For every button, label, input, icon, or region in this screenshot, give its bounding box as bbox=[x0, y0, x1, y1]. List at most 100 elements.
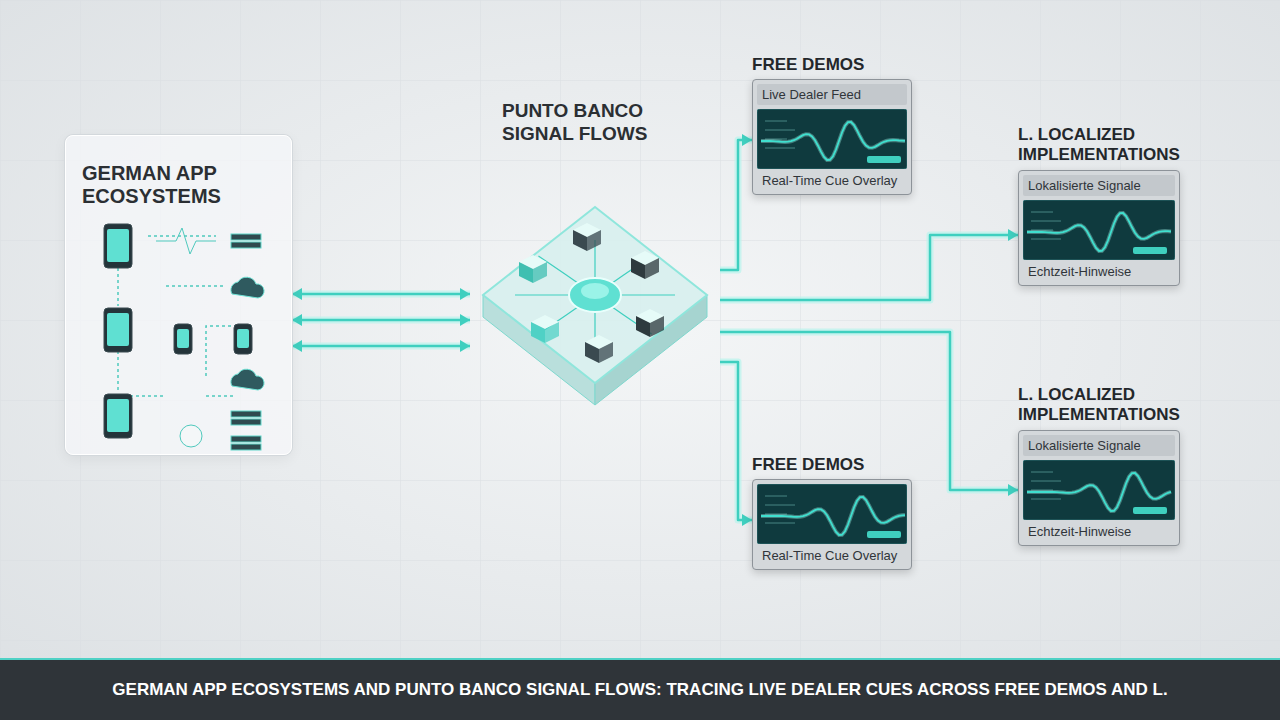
connector-line bbox=[720, 235, 1018, 300]
wave bbox=[1027, 473, 1171, 511]
caption-band: GERMAN APP ECOSYSTEMS AND PUNTO BANCO SI… bbox=[0, 658, 1280, 720]
connector-glow bbox=[720, 332, 1018, 490]
phone-icon bbox=[234, 324, 252, 354]
arrow-head bbox=[460, 288, 470, 300]
arrow-head bbox=[460, 340, 470, 352]
screen-tick bbox=[765, 496, 787, 497]
screen-button bbox=[867, 156, 901, 163]
panel-frame: Real-Time Cue Overlay bbox=[752, 479, 912, 570]
wave bbox=[761, 122, 905, 160]
wifi-icon bbox=[180, 425, 202, 447]
screen-button bbox=[1133, 247, 1167, 254]
panel-label: Echtzeit-Hinweise bbox=[1023, 520, 1175, 541]
screen-tick bbox=[1031, 480, 1061, 481]
panel-heading: FREE DEMOS bbox=[752, 55, 912, 75]
server-icon bbox=[231, 234, 261, 240]
screen-tick bbox=[765, 130, 795, 131]
server-icon bbox=[231, 436, 261, 442]
signal-hub: PUNTO BANCO SIGNAL FLOWS bbox=[470, 100, 720, 445]
output-panel: L. LOCALIZED IMPLEMENTATIONSLokalisierte… bbox=[1018, 125, 1213, 286]
svg-shape bbox=[118, 236, 241, 396]
hub-heading: PUNTO BANCO SIGNAL FLOWS bbox=[502, 100, 702, 146]
signal-connector bbox=[292, 288, 470, 352]
chip-block bbox=[519, 262, 533, 283]
screen-tick bbox=[1031, 471, 1053, 472]
chip-block bbox=[573, 230, 587, 251]
chip-block bbox=[599, 342, 613, 363]
arrow-head bbox=[460, 314, 470, 326]
signal-screen bbox=[757, 484, 907, 544]
phone-icon bbox=[104, 308, 132, 352]
arrow-head bbox=[1008, 229, 1018, 241]
svg-shape bbox=[1031, 472, 1061, 499]
phone-screen bbox=[177, 329, 189, 348]
screen-tick bbox=[765, 523, 795, 524]
connector-line bbox=[720, 362, 752, 520]
panel-label: Lokalisierte Signale bbox=[1023, 435, 1175, 456]
panel-frame: Live Dealer FeedReal-Time Cue Overlay bbox=[752, 79, 912, 195]
chip-core bbox=[569, 278, 621, 312]
wave-glow bbox=[1027, 473, 1171, 511]
arrow-head bbox=[742, 514, 752, 526]
output-panel: L. LOCALIZED IMPLEMENTATIONS Lokalisierte… bbox=[1018, 385, 1213, 546]
panel-label: Live Dealer Feed bbox=[757, 84, 907, 105]
phone-screen bbox=[107, 399, 129, 432]
panel-heading: L. LOCALIZED IMPLEMENTATIONS bbox=[1018, 125, 1213, 166]
screen-button bbox=[867, 531, 901, 538]
screen-tick bbox=[765, 121, 787, 122]
screen-tick bbox=[1031, 220, 1061, 221]
arrow-head bbox=[292, 314, 302, 326]
server-icon bbox=[231, 242, 261, 248]
svg-shape bbox=[765, 121, 795, 148]
signal-screen bbox=[757, 109, 907, 169]
output-panel: FREE DEMOS Live Dealer FeedReal-Time Cue … bbox=[752, 55, 912, 195]
connector-glow bbox=[720, 235, 1018, 300]
chip-block bbox=[645, 258, 659, 279]
chip-block bbox=[545, 322, 559, 343]
signal-connector bbox=[720, 134, 752, 270]
pulse-icon bbox=[156, 228, 216, 254]
panel-frame: Lokalisierte SignaleEchtzeit-Hinweise bbox=[1018, 170, 1180, 286]
signal-screen bbox=[1023, 200, 1175, 260]
chip-block bbox=[585, 342, 599, 363]
hub-chip bbox=[470, 145, 720, 445]
chip-block bbox=[533, 262, 547, 283]
cloud-icon bbox=[231, 369, 264, 390]
screen-bg bbox=[757, 109, 907, 169]
connector-line bbox=[292, 345, 470, 348]
chip-block bbox=[587, 230, 601, 251]
svg-shape bbox=[515, 240, 675, 350]
chip-block bbox=[531, 322, 545, 343]
phone-screen bbox=[237, 329, 249, 348]
chip-block bbox=[636, 316, 650, 337]
signal-connector bbox=[720, 332, 1018, 496]
signal-connector bbox=[720, 362, 752, 526]
connector-glow bbox=[720, 362, 752, 520]
panel-heading: L. LOCALIZED IMPLEMENTATIONS bbox=[1018, 385, 1213, 426]
screen-tick bbox=[765, 148, 795, 149]
screen-bg bbox=[757, 484, 907, 544]
connector-glow bbox=[292, 343, 470, 350]
wave bbox=[761, 497, 905, 535]
signal-screen bbox=[1023, 460, 1175, 520]
svg-shape bbox=[1031, 212, 1061, 239]
caption: GERMAN APP ECOSYSTEMS AND PUNTO BANCO SI… bbox=[92, 680, 1187, 700]
server-icon bbox=[231, 411, 261, 417]
signal-connector bbox=[720, 229, 1018, 300]
chip-core-top bbox=[581, 283, 609, 299]
arrow-head bbox=[292, 288, 302, 300]
phone-icon bbox=[174, 324, 192, 354]
chip-block bbox=[631, 258, 645, 279]
connector-line bbox=[720, 140, 752, 270]
screen-button bbox=[1133, 507, 1167, 514]
screen-bg bbox=[1023, 460, 1175, 520]
phone-screen bbox=[107, 229, 129, 262]
icon-link bbox=[118, 236, 241, 396]
output-panel: FREE DEMOSReal-Time Cue Overlay bbox=[752, 455, 912, 570]
connector-glow bbox=[292, 317, 470, 324]
phone-icon bbox=[104, 394, 132, 438]
ecosystem-box: GERMAN APP ECOSYSTEMS bbox=[65, 135, 292, 455]
panel-label: Real-Time Cue Overlay bbox=[757, 544, 907, 565]
connector-glow bbox=[720, 140, 752, 270]
wave-glow bbox=[761, 122, 905, 160]
